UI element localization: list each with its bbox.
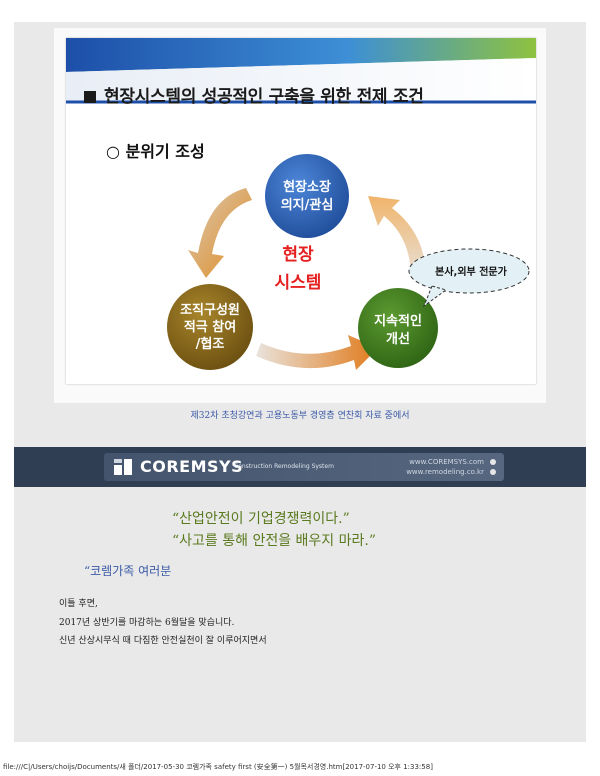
slide-banner <box>66 38 536 104</box>
coremsys-logo-box: COREMSYS Construction Remodeling System … <box>104 453 504 481</box>
circle-top-line1: 현장소장 <box>283 179 331 195</box>
document-page: 현장시스템의 성공적인 구축을 위한 전제 조건 ○ 분위기 조성 <box>14 22 586 742</box>
quote-line-1: “산업안전이 기업경쟁력이다.” <box>172 511 350 527</box>
coremsys-name: COREMSYS <box>140 457 244 476</box>
circle-right-line2: 개선 <box>386 331 410 347</box>
file-path-footer: file:///C|/Users/choijs/Documents/새 폴더/2… <box>3 763 433 771</box>
bullet-dot-icon <box>490 469 496 475</box>
body-line-3: 신년 산상시무식 때 다짐한 안전실천이 잘 이루어지면서 <box>59 636 267 646</box>
bubble-text: 본사,외부 전문가 <box>435 265 507 278</box>
circle-members <box>167 284 253 370</box>
coremsys-logo-icon <box>114 459 132 475</box>
slide-frame: 현장시스템의 성공적인 구축을 위한 전제 조건 ○ 분위기 조성 <box>54 28 546 403</box>
coremsys-url-1[interactable]: www.COREMSYS.com <box>409 458 484 466</box>
arrow-right-to-top <box>368 196 426 278</box>
slide-caption: 제32차 초청강연과 고용노동부 경영층 연찬회 자료 중에서 <box>190 411 410 421</box>
slide-title-text: 현장시스템의 성공적인 구축을 위한 전제 조건 <box>104 87 424 107</box>
arrow-top-to-left <box>188 188 252 278</box>
bubble-shape <box>408 248 530 294</box>
circle-left-line1: 조직구성원 <box>180 302 240 318</box>
slide-subhead: ○ 분위기 조성 <box>106 142 205 161</box>
coremsys-url-2[interactable]: www.remodeling.co.kr <box>406 468 484 476</box>
body-line-2: 2017년 상반기를 마감하는 6월달을 맞습니다. <box>59 618 235 628</box>
center-line1: 현장 <box>282 245 314 265</box>
quote-line-2: “사고를 통해 안전을 배우지 마라.” <box>172 533 377 549</box>
center-line2: 시스템 <box>275 273 322 293</box>
circle-left-line2: 적극 참여 <box>184 319 236 335</box>
bullet-dot-icon <box>490 459 496 465</box>
coremsys-banner: COREMSYS Construction Remodeling System … <box>14 447 586 487</box>
circle-site-manager <box>265 154 349 238</box>
slide-title: 현장시스템의 성공적인 구축을 위한 전제 조건 <box>84 82 424 107</box>
body-line-1: 이틀 후면, <box>59 599 98 609</box>
square-bullet-icon <box>84 91 96 103</box>
cycle-diagram: 현장소장 의지/관심 조직구성원 적극 참여 /협조 지속적인 개선 현장 시스… <box>167 154 530 370</box>
arrow-left-to-right <box>256 335 378 370</box>
greeting: “코렘가족 여러분 <box>84 564 172 578</box>
circle-right-line1: 지속적인 <box>374 313 422 329</box>
circle-top-line2: 의지/관심 <box>281 197 334 213</box>
presentation-slide: 현장시스템의 성공적인 구축을 위한 전제 조건 ○ 분위기 조성 <box>66 38 536 384</box>
circle-improvement <box>358 288 438 368</box>
coremsys-tagline: Construction Remodeling System <box>234 463 334 470</box>
circle-left-line3: /협조 <box>196 336 225 352</box>
